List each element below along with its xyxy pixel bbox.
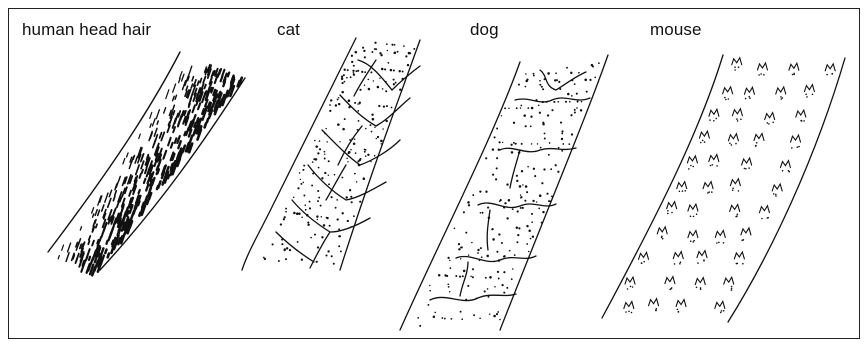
dog-hair-drawing: [400, 55, 608, 330]
mouse-hair-drawing: [602, 55, 845, 322]
cat-hair-drawing: [242, 38, 420, 270]
human-hair-drawing: [48, 52, 245, 275]
